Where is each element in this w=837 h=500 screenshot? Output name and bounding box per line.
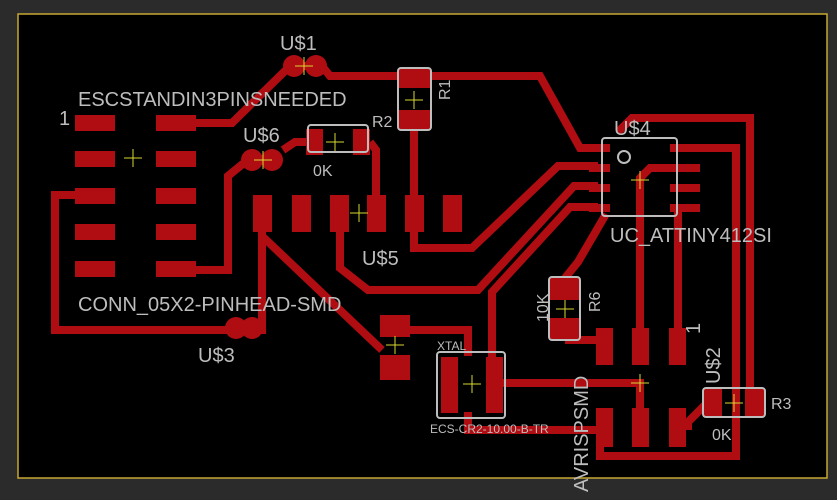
pad bbox=[380, 355, 410, 380]
round-pad bbox=[241, 317, 263, 339]
pad bbox=[670, 204, 700, 212]
pad bbox=[670, 184, 700, 192]
pad bbox=[75, 151, 115, 167]
u1-label: U$1 bbox=[280, 33, 317, 55]
round-pad bbox=[305, 55, 327, 77]
pad bbox=[550, 318, 580, 340]
trace bbox=[196, 154, 253, 274]
u4-label: U$4 bbox=[614, 118, 651, 140]
r2-label: R2 bbox=[372, 114, 393, 131]
xtal-value-label: ECS-CR2-10.00-B-TR bbox=[430, 422, 549, 436]
pad bbox=[75, 188, 115, 204]
conn-value-label: CONN_05X2-PINHEAD-SMD bbox=[78, 294, 341, 316]
component-outline bbox=[702, 387, 766, 418]
conn-name-label: ESCSTANDIN3PINSNEEDED bbox=[78, 89, 347, 111]
pad bbox=[405, 195, 424, 232]
trace bbox=[408, 326, 472, 356]
trace bbox=[615, 114, 754, 398]
u2-value-label: AVRISPSMD bbox=[571, 376, 593, 492]
trace bbox=[336, 182, 598, 294]
pad bbox=[156, 224, 196, 240]
pad bbox=[596, 328, 613, 365]
r3-label: R3 bbox=[771, 396, 792, 413]
pad bbox=[292, 195, 311, 232]
pad bbox=[703, 388, 722, 417]
u6-label: U$6 bbox=[243, 125, 280, 147]
trace bbox=[280, 138, 306, 154]
trace bbox=[51, 191, 230, 334]
silkscreen bbox=[307, 67, 766, 419]
r2-value-label: 0K bbox=[313, 163, 333, 180]
pad bbox=[330, 195, 349, 232]
pad bbox=[367, 195, 386, 232]
pad bbox=[380, 315, 410, 337]
pad bbox=[156, 151, 196, 167]
component-outline bbox=[548, 276, 581, 341]
pad bbox=[443, 195, 462, 232]
u2-pin1-label: 1 bbox=[683, 323, 705, 334]
pad bbox=[353, 129, 370, 155]
component-outline bbox=[307, 124, 369, 153]
trace bbox=[596, 144, 740, 460]
origin-markers bbox=[124, 57, 743, 412]
component-outline bbox=[436, 351, 506, 419]
xtal-label: XTAL bbox=[437, 339, 466, 353]
round-pad bbox=[225, 317, 247, 339]
trace bbox=[561, 211, 610, 281]
u3-label: U$3 bbox=[198, 345, 235, 367]
pad bbox=[156, 261, 196, 277]
pad bbox=[670, 144, 700, 152]
pad bbox=[670, 164, 700, 172]
r1-label: R1 bbox=[437, 79, 454, 100]
pad bbox=[75, 224, 115, 240]
component-outline bbox=[601, 137, 678, 217]
pad bbox=[75, 115, 115, 131]
r6-label: R6 bbox=[587, 291, 604, 312]
pad bbox=[156, 115, 196, 131]
pad bbox=[398, 110, 430, 130]
pad bbox=[306, 129, 323, 155]
pin1-marker bbox=[617, 150, 631, 164]
pads bbox=[75, 55, 764, 447]
pad bbox=[589, 184, 610, 192]
pad bbox=[589, 144, 610, 152]
pad bbox=[589, 164, 610, 172]
round-pad bbox=[283, 55, 305, 77]
conn-pin1-label: 1 bbox=[59, 108, 70, 130]
pad bbox=[75, 261, 115, 277]
pad bbox=[486, 357, 503, 413]
u4-value-label: UC_ATTINY412SI bbox=[610, 225, 772, 247]
r6-value-label: 10K bbox=[535, 293, 552, 322]
pad bbox=[632, 328, 649, 365]
pad bbox=[398, 68, 430, 88]
pad bbox=[669, 328, 686, 365]
trace bbox=[684, 402, 708, 430]
pad bbox=[632, 408, 649, 447]
pad bbox=[441, 357, 458, 413]
trace bbox=[366, 139, 380, 213]
pad bbox=[745, 388, 764, 417]
pad bbox=[589, 204, 610, 212]
u5-label: U$5 bbox=[362, 248, 399, 270]
pad bbox=[669, 408, 686, 447]
r3-value-label: 0K bbox=[712, 427, 732, 444]
trace bbox=[488, 203, 598, 360]
trace bbox=[259, 233, 385, 353]
pad bbox=[253, 195, 272, 232]
pad bbox=[596, 408, 613, 447]
component-outline bbox=[397, 67, 432, 131]
u2-label: U$2 bbox=[703, 347, 725, 384]
pad bbox=[156, 188, 196, 204]
round-pad bbox=[241, 149, 263, 171]
pad bbox=[550, 278, 580, 300]
